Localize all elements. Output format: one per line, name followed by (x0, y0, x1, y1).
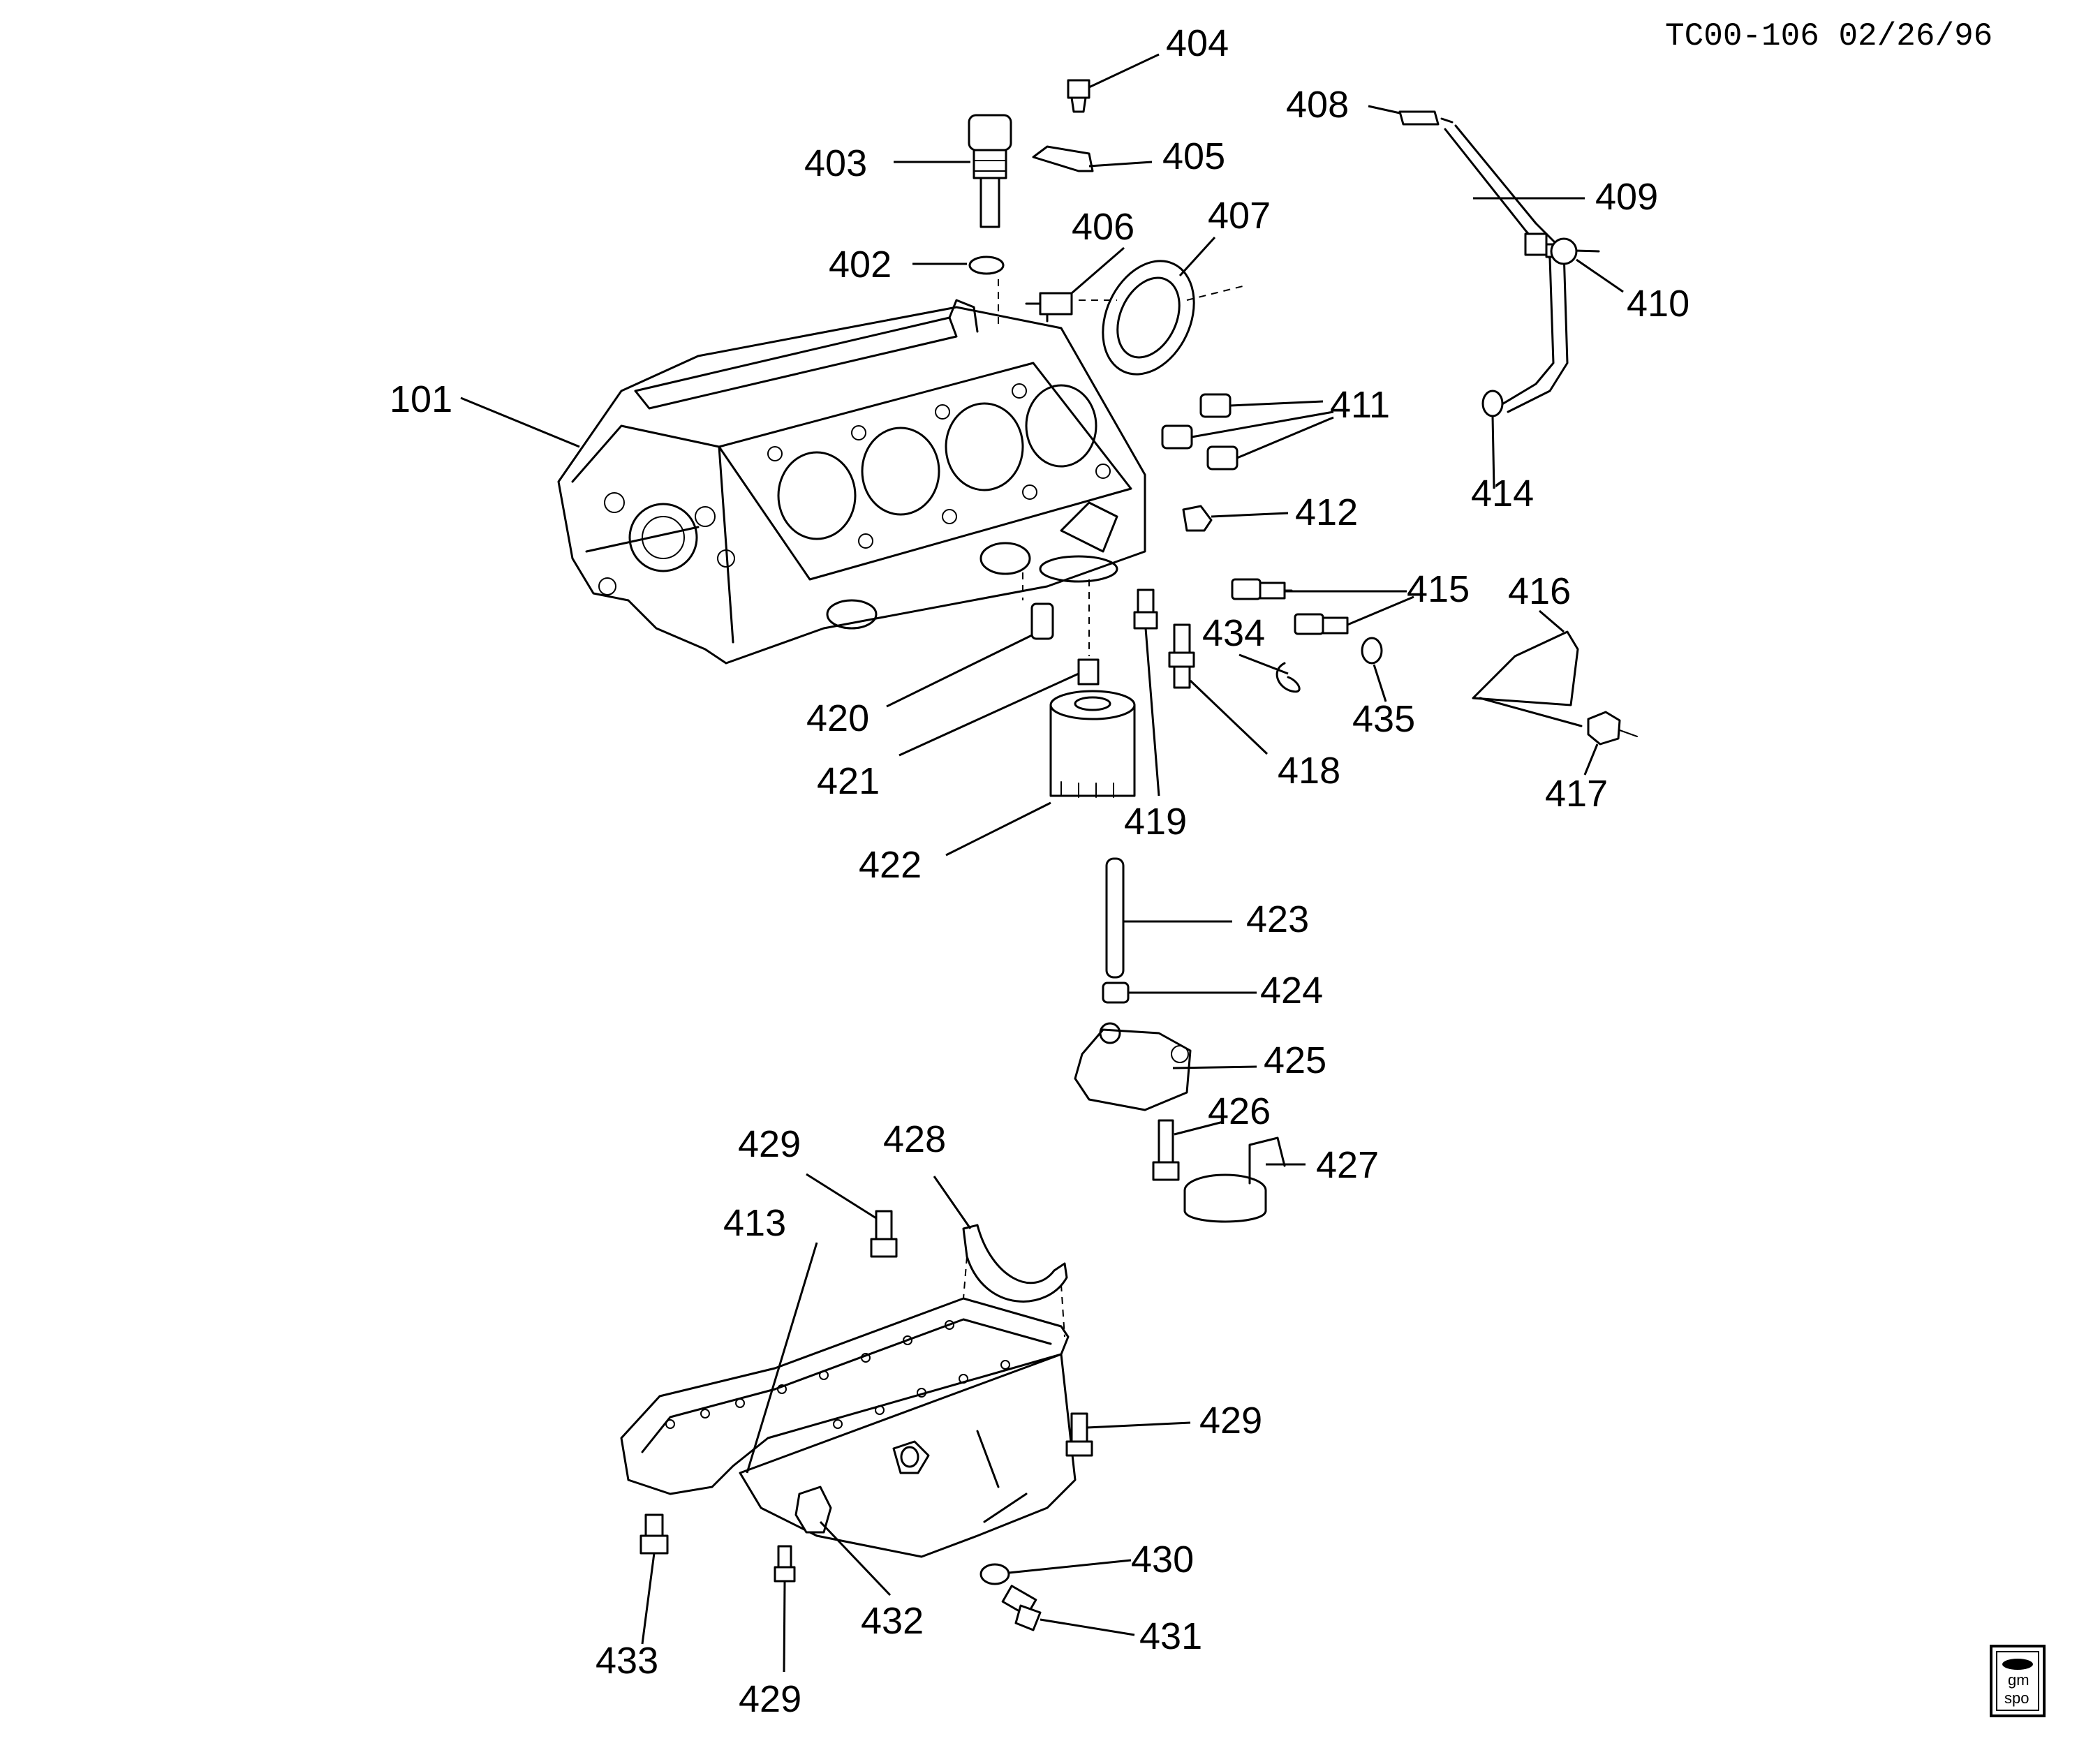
part-428-gasket-icon (962, 1224, 1068, 1303)
callout-434: 434 (1202, 612, 1265, 654)
part-420-fitting-icon (1030, 602, 1054, 640)
part-418-stud-icon (1168, 623, 1195, 689)
callout-412: 412 (1295, 491, 1358, 533)
callout-414: 414 (1471, 473, 1534, 514)
callout-433: 433 (596, 1640, 658, 1682)
part-417-nut-icon (1587, 711, 1638, 746)
callout-435: 435 (1352, 698, 1415, 740)
callout-101: 101 (390, 378, 452, 420)
callout-427: 427 (1316, 1144, 1379, 1186)
callout-424: 424 (1260, 970, 1323, 1012)
callout-404: 404 (1166, 22, 1229, 64)
callout-422: 422 (859, 844, 922, 886)
callout-418: 418 (1278, 750, 1340, 792)
callout-409: 409 (1595, 176, 1658, 218)
part-435-ring-icon (1361, 637, 1383, 665)
logo-line-2: spo (2004, 1689, 2029, 1707)
callout-406: 406 (1072, 206, 1134, 248)
callout-419: 419 (1124, 801, 1187, 843)
callout-431: 431 (1139, 1615, 1202, 1657)
part-407-seal-icon (1102, 260, 1195, 376)
callout-411: 411 (1330, 384, 1390, 426)
part-427-pickup-screen-icon (1183, 1136, 1286, 1223)
part-431-drain-plug-icon (1001, 1585, 1042, 1631)
callout-432: 432 (861, 1600, 924, 1642)
part-434-clip-icon (1275, 662, 1301, 693)
callout-402: 402 (829, 244, 892, 286)
part-426-bolt-icon (1152, 1119, 1180, 1181)
callout-423: 423 (1246, 898, 1309, 940)
callout-429-bottom: 429 (739, 1678, 801, 1720)
part-430-gasket-icon (979, 1563, 1010, 1585)
part-414-seal-icon (1481, 390, 1504, 417)
callout-421: 421 (817, 760, 880, 802)
engine-block-drawing (557, 299, 1146, 665)
part-404-bolt-icon (1067, 79, 1090, 113)
callout-426: 426 (1208, 1090, 1271, 1132)
leader-lines (460, 53, 1624, 1673)
part-425-oil-pump-icon (1074, 1022, 1192, 1111)
part-408-409-dipstick-icon (1398, 110, 1569, 413)
part-416-bracket-icon (1472, 630, 1583, 727)
callout-407: 407 (1208, 195, 1271, 237)
part-433-plug-icon (639, 1513, 669, 1555)
callout-430: 430 (1131, 1539, 1194, 1580)
callout-425: 425 (1264, 1039, 1326, 1081)
part-410-bolt-icon (1545, 237, 1600, 265)
part-422-oil-filter-icon (1049, 690, 1136, 798)
part-421-adapter-icon (1022, 572, 1100, 686)
part-423-shaft-icon (1105, 857, 1125, 979)
part-402-washer-icon (968, 255, 1005, 275)
callout-420: 420 (806, 697, 869, 739)
part-405-clamp-icon (1032, 145, 1094, 172)
callout-403: 403 (804, 142, 867, 184)
callout-labels: 101 402 403 404 405 406 407 408 409 410 … (390, 22, 1689, 1720)
part-429-bolt-icons (774, 1210, 1093, 1583)
part-419-stud-icon (1133, 588, 1158, 630)
part-424-collar-icon (1102, 982, 1130, 1004)
callout-429-right: 429 (1199, 1400, 1262, 1442)
logo-line-1: gm (2008, 1671, 2029, 1689)
callout-405: 405 (1162, 135, 1225, 177)
callout-408: 408 (1286, 84, 1349, 126)
callout-416: 416 (1508, 570, 1571, 612)
callout-410: 410 (1627, 283, 1689, 325)
callout-415: 415 (1407, 568, 1470, 610)
part-432-clip-icon (794, 1486, 832, 1534)
gm-spo-logo-icon: gm spo (1990, 1645, 2046, 1717)
callout-417: 417 (1545, 773, 1608, 815)
part-412-plug-icon (1182, 505, 1213, 532)
part-406-sensor-icon (1025, 292, 1073, 323)
callout-428: 428 (883, 1118, 946, 1160)
part-413-oil-pan-icon (620, 1297, 1077, 1558)
callout-413: 413 (723, 1202, 786, 1244)
callout-429-top: 429 (738, 1123, 801, 1165)
document-id: TC00-106 02/26/96 (1665, 18, 1992, 54)
part-403-sender-icon (968, 114, 1012, 228)
